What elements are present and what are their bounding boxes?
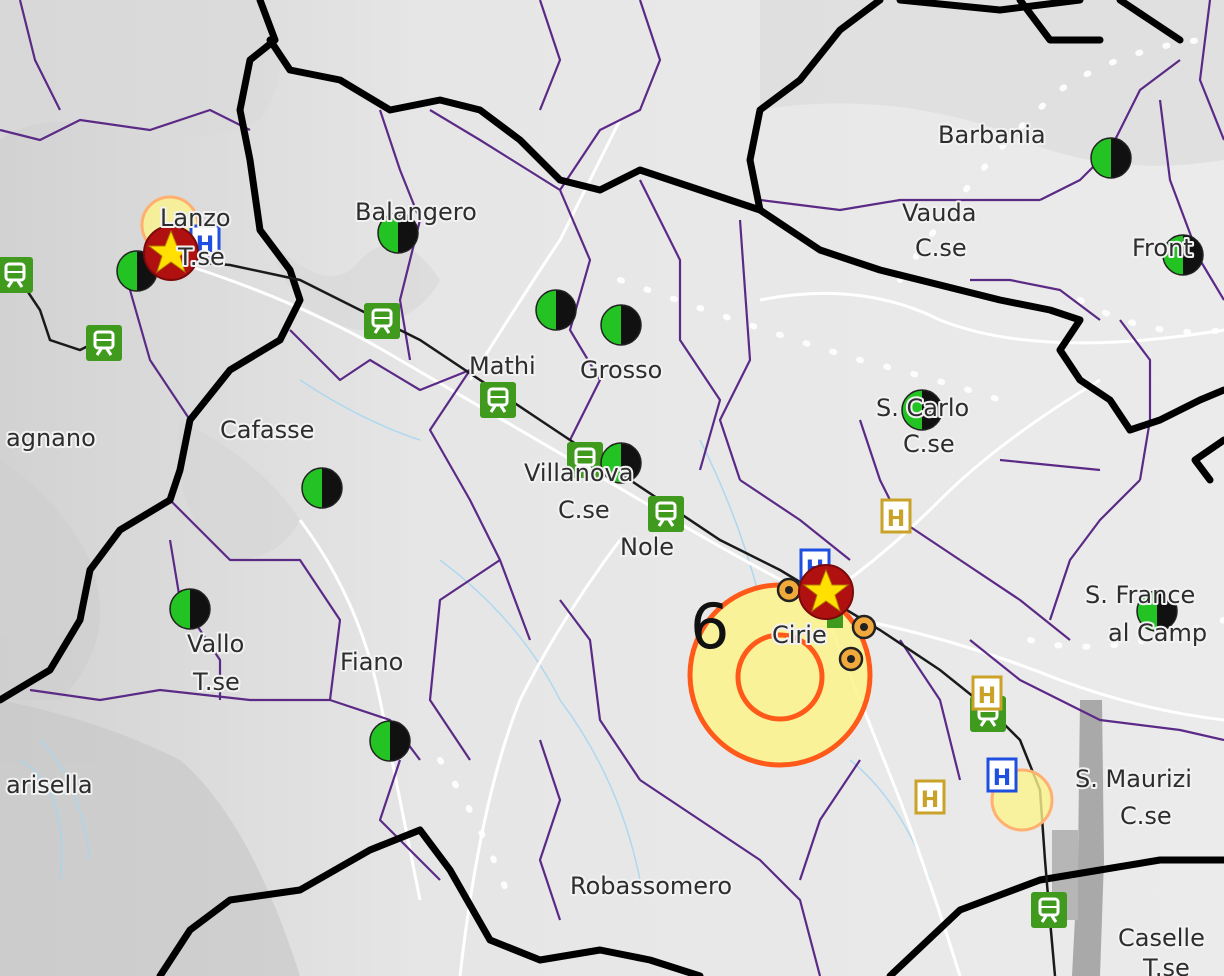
train-station-icon[interactable] <box>646 494 686 534</box>
roads <box>169 119 1224 976</box>
place-label: C.se <box>915 234 967 262</box>
hospital-icon[interactable] <box>880 498 912 534</box>
hospital-icon[interactable] <box>986 757 1018 793</box>
place-label: T.se <box>1142 954 1190 976</box>
train-station-icon[interactable] <box>478 380 518 420</box>
place-label: Caselle <box>1118 924 1205 952</box>
place-label: Nole <box>620 533 674 561</box>
place-label: Vallo <box>187 630 244 658</box>
half-circle-marker-icon[interactable] <box>301 467 343 509</box>
half-circle-marker-icon[interactable] <box>600 304 642 346</box>
place-label: C.se <box>558 496 610 524</box>
intensity-area <box>140 195 1054 832</box>
half-circle-marker-icon[interactable] <box>535 289 577 331</box>
half-circle-marker-icon[interactable] <box>1090 137 1132 179</box>
place-label: arisella <box>6 771 93 799</box>
poi-circle-icon[interactable] <box>851 614 877 640</box>
place-label: Front <box>1132 234 1193 262</box>
place-label: Lanzo <box>160 204 231 232</box>
place-label: S. France <box>1085 581 1195 609</box>
intensity-inner-ring <box>735 632 825 722</box>
half-circle-marker-icon[interactable] <box>369 720 411 762</box>
place-label: C.se <box>1120 802 1172 830</box>
half-circle-marker-icon[interactable] <box>169 588 211 630</box>
epicenter-star-icon[interactable] <box>798 564 854 620</box>
poi-circle-icon[interactable] <box>776 577 802 603</box>
place-label: Balangero <box>355 198 477 226</box>
dotted-roads <box>437 37 1224 903</box>
train-station-icon[interactable] <box>0 255 35 295</box>
place-label: S. Carlo <box>876 394 969 422</box>
place-label: S. Maurizi <box>1075 765 1192 793</box>
place-label: Villanova <box>524 459 633 487</box>
place-label: Fiano <box>340 648 403 676</box>
poi-circle-icon[interactable] <box>838 646 864 672</box>
magnitude-label: 6 <box>690 590 729 663</box>
place-label: Vauda <box>902 199 976 227</box>
place-label: Mathi <box>469 352 536 380</box>
hospital-icon[interactable] <box>971 675 1003 711</box>
place-label: Cirie <box>772 621 827 649</box>
place-label: Grosso <box>580 356 662 384</box>
train-station-icon[interactable] <box>1029 890 1069 930</box>
place-label: agnano <box>6 424 96 452</box>
place-label: T.se <box>177 243 225 271</box>
place-label: al Camp <box>1108 619 1207 647</box>
place-label: Robassomero <box>570 872 732 900</box>
place-label: C.se <box>903 430 955 458</box>
train-station-icon[interactable] <box>362 301 402 341</box>
hospital-icon[interactable] <box>914 779 946 815</box>
place-label: Barbania <box>938 121 1046 149</box>
train-station-icon[interactable] <box>84 323 124 363</box>
place-label: Cafasse <box>220 416 314 444</box>
place-label: T.se <box>192 668 240 696</box>
